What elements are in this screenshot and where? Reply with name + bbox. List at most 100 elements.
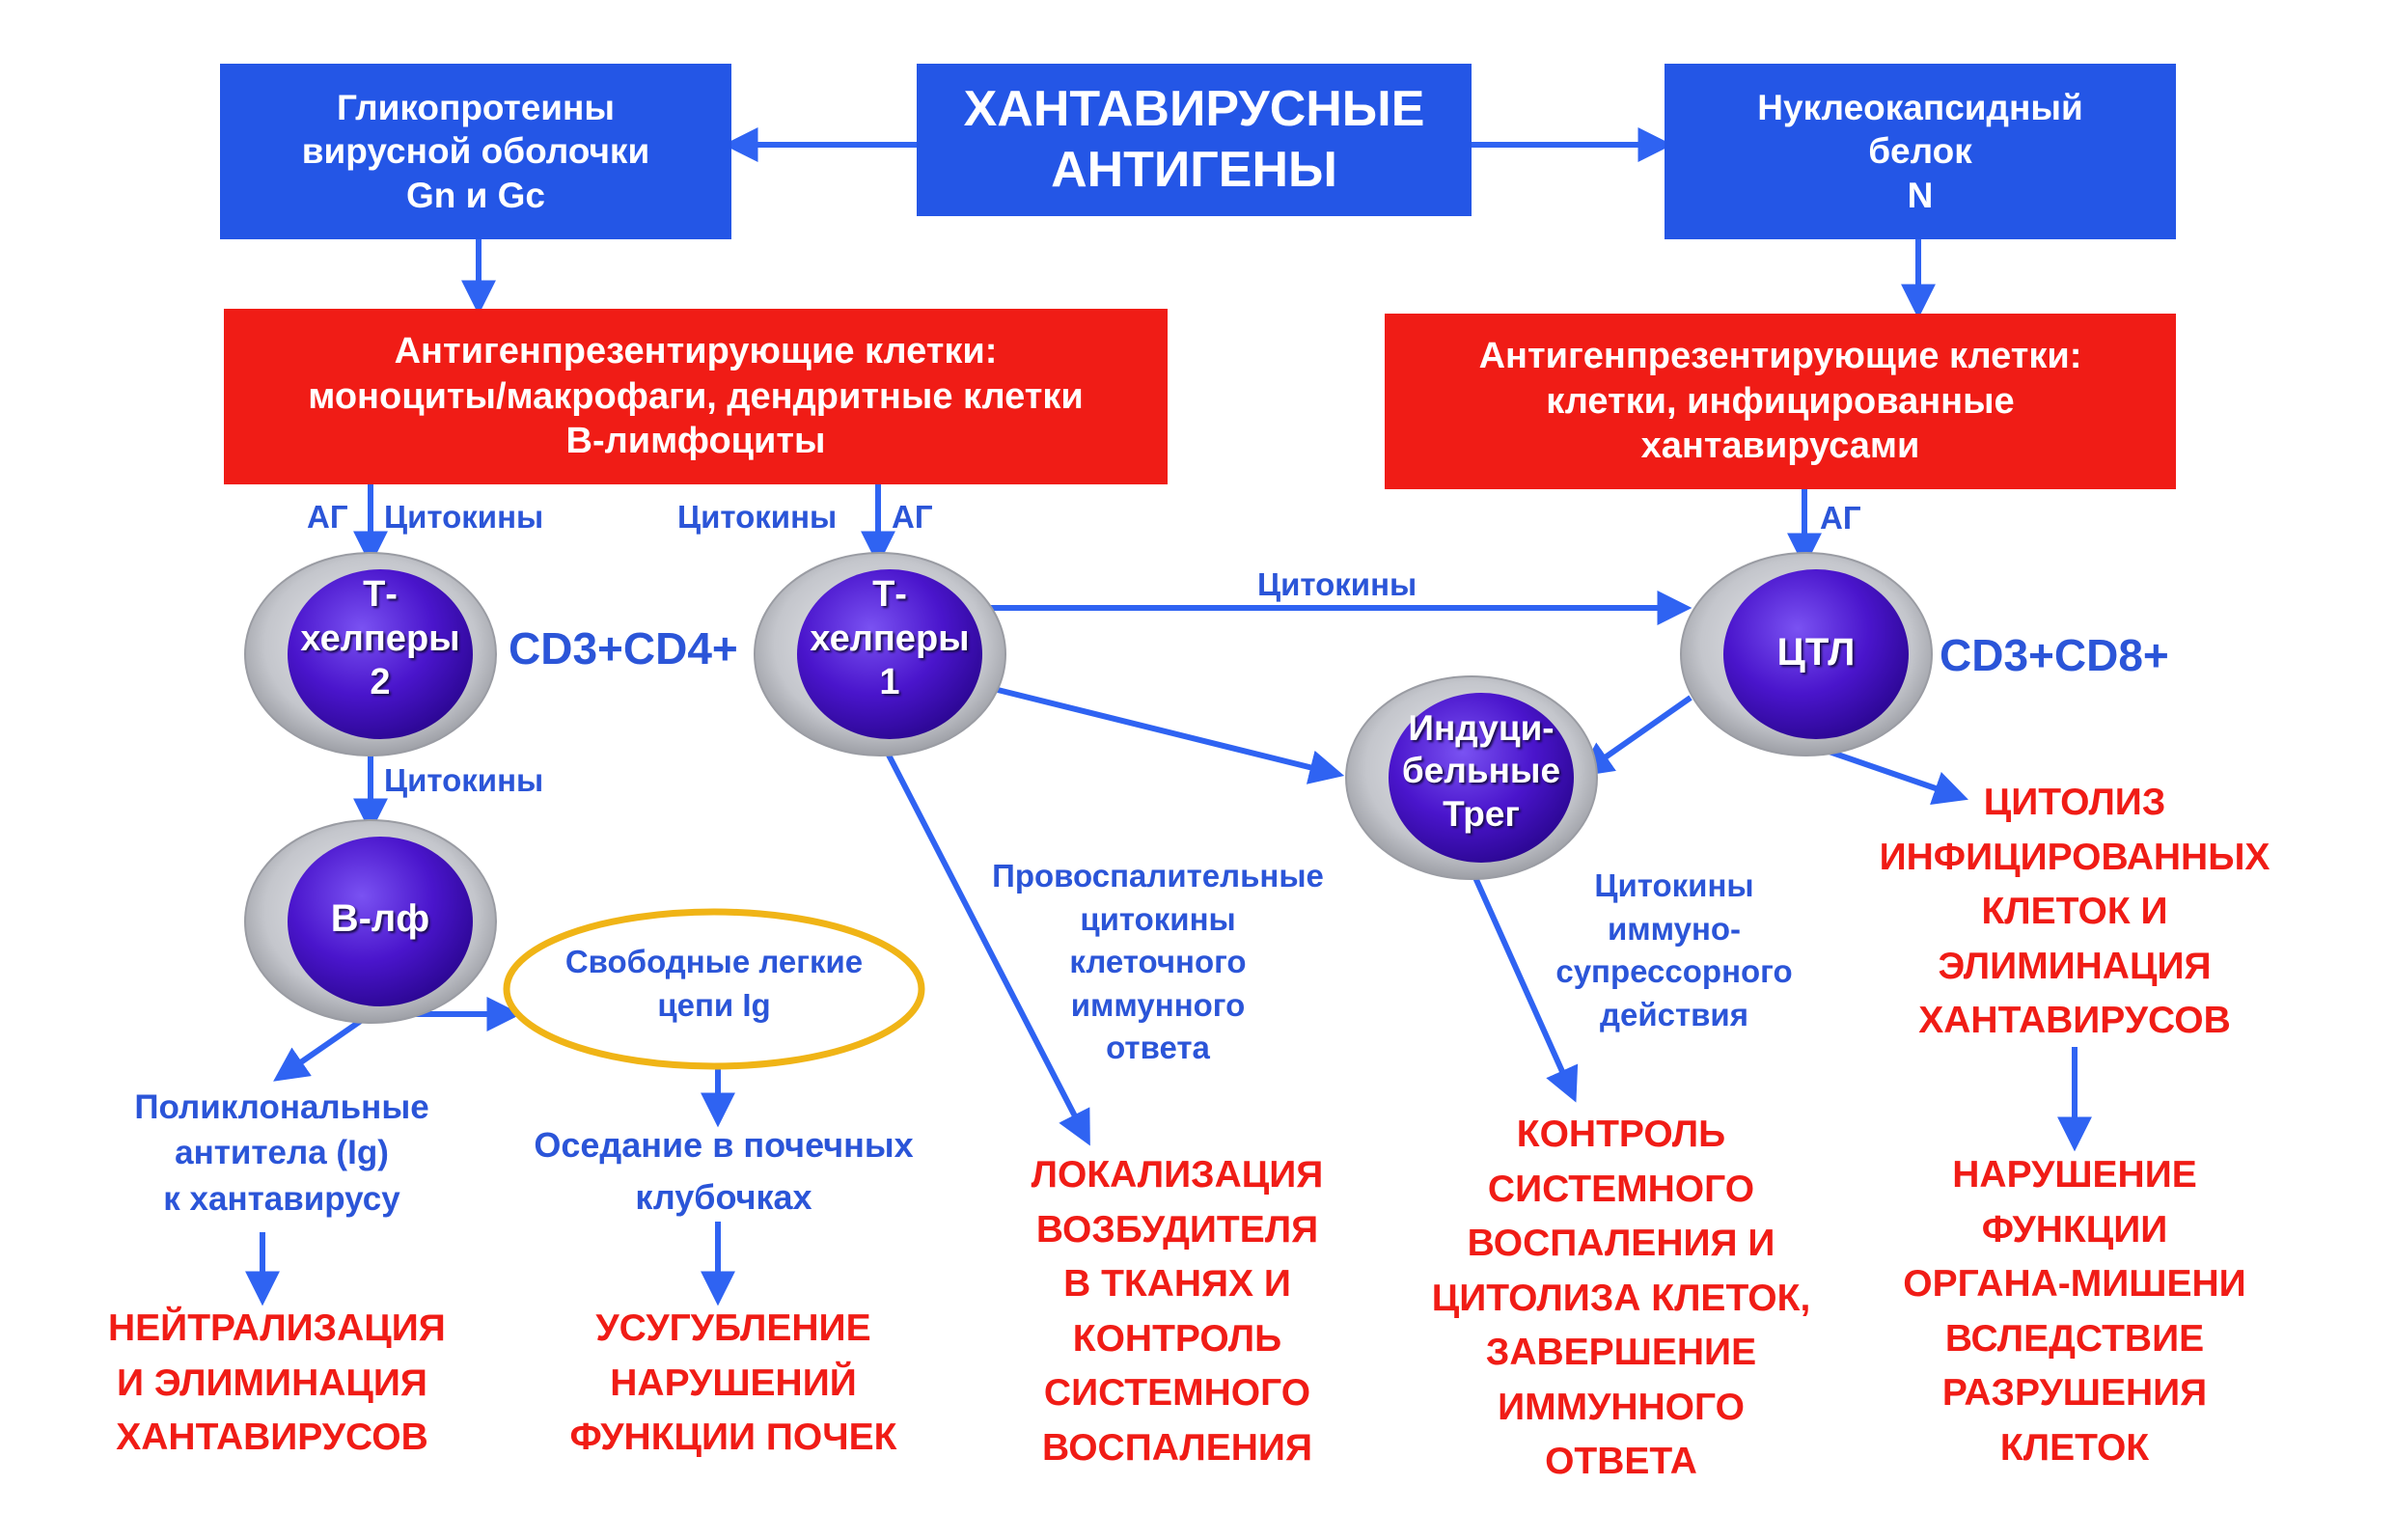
free-chains-oval <box>503 908 925 1070</box>
proinflam-line-4: иммунного <box>1070 986 1246 1023</box>
th1-line-2: хелперы <box>810 618 970 659</box>
apc-left-line-1: Антигенпрезентирующие клетки: <box>394 331 998 372</box>
cytolysis-line-1: ЦИТОЛИЗ <box>1983 782 2166 823</box>
apc-left-line-3: В-лимфоциты <box>565 421 826 462</box>
cytolysis-line-3: КЛЕТОК И <box>1981 891 2168 933</box>
label-cytokines-th2-blf: Цитокины <box>384 762 544 798</box>
localization-line-4: КОНТРОЛЬ <box>1072 1317 1282 1360</box>
apc-left-box: Антигенпрезентирующие клетки: моноциты/м… <box>224 309 1168 484</box>
arrow-ctl-to-treg <box>1578 695 1692 777</box>
immunosup-line-1: Цитокины <box>1594 867 1754 903</box>
th2-line-3: 2 <box>370 662 391 703</box>
control-line-1: КОНТРОЛЬ <box>1516 1114 1726 1155</box>
immunosup-line-2: иммуно- <box>1607 910 1742 947</box>
immunosup-line-3: супрессорного <box>1555 953 1793 990</box>
kidney-line-1: УСУГУБЛЕНИЕ <box>595 1307 871 1349</box>
blf-line-1: В-лф <box>330 897 430 940</box>
localization-line-6: ВОСПАЛЕНИЯ <box>1042 1426 1312 1469</box>
label-cytokines-th1: Цитокины <box>677 499 838 535</box>
th2-cell <box>244 552 497 756</box>
arrow-treg-to-control <box>1471 871 1579 1103</box>
marker-cd4: CD3+CD4+ <box>509 623 738 674</box>
title-line-2: АНТИГЕНЫ <box>1051 142 1337 198</box>
result-kidney: УСУГУБЛЕНИЕ НАРУШЕНИЙ ФУНКЦИИ ПОЧЕК <box>550 1302 917 1466</box>
result-localization: ЛОКАЛИЗАЦИЯ ВОЗБУДИТЕЛЯ В ТКАНЯХ И КОНТР… <box>1004 1148 1351 1475</box>
control-line-2: СИСТЕМНОГО <box>1487 1168 1755 1210</box>
glycoproteins-box: Гликопротеины вирусной оболочки Gn и Gc <box>220 64 731 239</box>
b-lymphocyte-cell <box>244 819 497 1024</box>
proinflam-line-3: клеточного <box>1069 944 1247 980</box>
deposition-line-2: клубочках <box>635 1177 812 1217</box>
cytolysis-line-2: ИНФИЦИРОВАННЫХ <box>1879 836 2270 878</box>
arrow-blf-to-polyclonal <box>273 1011 372 1082</box>
th1-cell <box>754 552 1006 756</box>
th2-label: Т- хелперы 2 <box>284 573 477 705</box>
control-line-3: ВОСПАЛЕНИЯ И <box>1467 1223 1775 1265</box>
cytolysis-line-5: ХАНТАВИРУСОВ <box>1918 1000 2231 1042</box>
neutralization-line-2: И ЭЛИМИНАЦИЯ <box>117 1361 427 1404</box>
glycoproteins-line-3: Gn и Gc <box>405 175 546 215</box>
note-immunosuppressive: Цитокины иммуно- супрессорного действия <box>1544 865 1804 1036</box>
note-proinflammatory: Провоспалительные цитокины клеточного им… <box>955 855 1361 1070</box>
neutralization-line-1: НЕЙТРАЛИЗАЦИЯ <box>108 1307 446 1349</box>
proinflam-line-5: ответа <box>1106 1030 1210 1066</box>
free-chains-line-1: Свободные легкие <box>564 944 864 979</box>
immunosup-line-4: действия <box>1600 996 1748 1032</box>
note-free-chains: Свободные легкие цепи Ig <box>521 941 907 1027</box>
treg-line-1: Индуци- <box>1408 708 1555 748</box>
arrow-ctl-to-cytolysis <box>1823 747 1968 806</box>
label-cytokines-th1-ctl: Цитокины <box>1257 566 1417 602</box>
th1-line-1: Т- <box>872 574 907 615</box>
kidney-line-2: НАРУШЕНИЙ <box>610 1361 857 1404</box>
result-organ-dysfunction: НАРУШЕНИЕ ФУНКЦИИ ОРГАНА-МИШЕНИ ВСЛЕДСТВ… <box>1882 1148 2268 1475</box>
nucleocapsid-line-3: N <box>1907 175 1934 215</box>
result-cytolysis: ЦИТОЛИЗ ИНФИЦИРОВАННЫХ КЛЕТОК И ЭЛИМИНАЦ… <box>1862 776 2287 1049</box>
organ-line-5: РАЗРУШЕНИЯ <box>1941 1372 2208 1415</box>
th2-line-1: Т- <box>363 574 398 615</box>
organ-line-4: ВСЛЕДСТВИЕ <box>1944 1317 2205 1360</box>
th1-label: Т- хелперы 1 <box>793 573 986 705</box>
arrow-th1-to-localization <box>877 736 1090 1146</box>
blf-label: В-лф <box>284 895 477 942</box>
neutralization-line-3: ХАНТАВИРУСОВ <box>116 1416 428 1459</box>
kidney-line-3: ФУНКЦИИ ПОЧЕК <box>569 1416 897 1459</box>
organ-line-3: ОРГАНА-МИШЕНИ <box>1903 1263 2246 1306</box>
polyclonal-line-2: антитела (Ig) <box>175 1134 389 1172</box>
proinflam-line-1: Провоспалительные <box>992 858 1324 894</box>
label-ag-ctl: АГ <box>1820 500 1861 536</box>
localization-line-5: СИСТЕМНОГО <box>1043 1372 1311 1415</box>
localization-line-1: ЛОКАЛИЗАЦИЯ <box>1031 1154 1324 1196</box>
title-line-1: ХАНТАВИРУСНЫЕ <box>963 80 1425 137</box>
label-ag-th1: АГ <box>892 499 933 535</box>
label-ag-th2: АГ <box>307 499 348 535</box>
organ-line-2: ФУНКЦИИ <box>1981 1208 2168 1251</box>
nucleocapsid-line-2: белок <box>1868 131 1972 172</box>
organ-line-1: НАРУШЕНИЕ <box>1952 1154 2197 1196</box>
hantavirus-antigens-title: ХАНТАВИРУСНЫЕ АНТИГЕНЫ <box>917 64 1472 216</box>
nucleocapsid-line-1: Нуклеокапсидный <box>1757 88 2083 128</box>
result-control: КОНТРОЛЬ СИСТЕМНОГО ВОСПАЛЕНИЯ И ЦИТОЛИЗ… <box>1418 1108 1824 1490</box>
organ-line-6: КЛЕТОК <box>1999 1426 2150 1469</box>
cytolysis-line-4: ЭЛИМИНАЦИЯ <box>1938 945 2212 987</box>
polyclonal-line-3: к хантавирусу <box>163 1179 400 1218</box>
treg-line-3: Трег <box>1443 793 1520 834</box>
note-deposition: Оседание в почечных клубочках <box>502 1119 946 1224</box>
control-line-7: ОТВЕТА <box>1545 1441 1697 1483</box>
arrow-th1-to-treg <box>989 685 1345 784</box>
nucleocapsid-box: Нуклеокапсидный белок N <box>1665 64 2176 239</box>
apc-right-box: Антигенпрезентирующие клетки: клетки, ин… <box>1385 314 2176 489</box>
glycoproteins-line-1: Гликопротеины <box>336 88 616 128</box>
deposition-line-1: Оседание в почечных <box>534 1125 914 1165</box>
apc-right-line-3: хантавирусами <box>1640 426 1920 467</box>
result-neutralization: НЕЙТРАЛИЗАЦИЯ И ЭЛИМИНАЦИЯ ХАНТАВИРУСОВ <box>108 1302 446 1466</box>
polyclonal-line-1: Поликлональные <box>134 1088 429 1126</box>
marker-cd8: CD3+CD8+ <box>1940 630 2169 680</box>
treg-cell <box>1345 675 1598 880</box>
control-line-6: ИММУННОГО <box>1498 1386 1745 1428</box>
treg-label: Индуци- бельные Трег <box>1375 707 1587 836</box>
control-line-4: ЦИТОЛИЗА КЛЕТОК, <box>1431 1277 1811 1319</box>
localization-line-2: ВОЗБУДИТЕЛЯ <box>1035 1208 1319 1251</box>
treg-line-2: бельные <box>1401 751 1561 791</box>
